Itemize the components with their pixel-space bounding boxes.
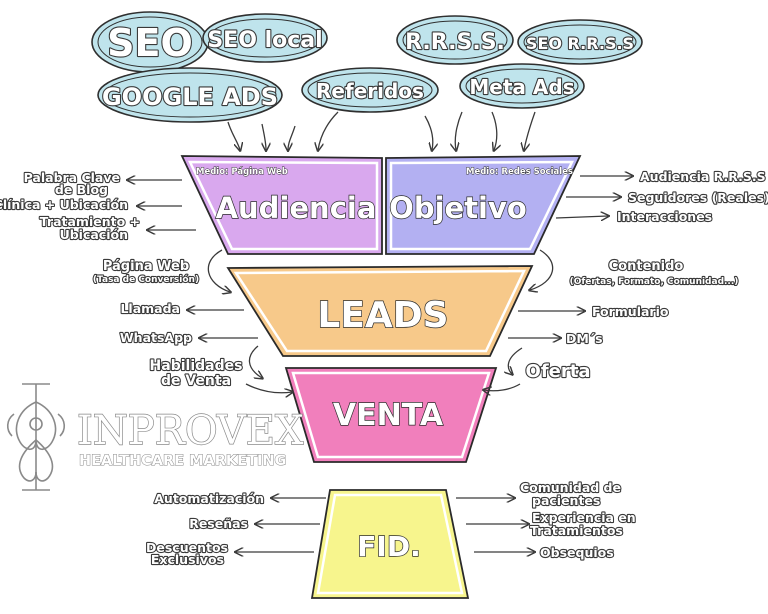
- meta-ads-bubble: Meta Ads: [459, 63, 585, 109]
- label-clinica-ubicacion: Clínica + Ubicación: [0, 197, 128, 212]
- audiencia-medium: Medio: Página Web: [196, 167, 288, 177]
- label-dms: DM´s: [566, 331, 603, 346]
- inprovex-logo: INPROVEX HEALTHCARE MARKETING: [6, 383, 305, 491]
- objetivo-right-labels: Audiencia R.R.S.S Seguidores (Reales) In…: [555, 168, 768, 225]
- label-automatizacion: Automatización: [154, 491, 264, 506]
- label-ubicacion: Ubicación: [60, 227, 128, 242]
- seo-local-label: SEO local: [207, 28, 322, 53]
- seo-bubble: SEO: [91, 11, 209, 73]
- google-ads-label: GOOGLE ADS: [102, 83, 278, 111]
- objetivo-section: [385, 155, 582, 255]
- objetivo-title: Objetivo: [389, 191, 527, 225]
- leads-left-labels: Llamada WhatsApp: [119, 300, 258, 346]
- label-tratamiento: Tratamiento +: [40, 214, 140, 229]
- source-group-left: SEO SEO local GOOGLE ADS Referidos: [91, 11, 439, 123]
- seo-local-bubble: SEO local: [202, 13, 328, 63]
- label-audiencia-rrss: Audiencia R.R.S.S: [640, 169, 766, 184]
- label-whatsapp: WhatsApp: [120, 330, 192, 345]
- funnel-stage-fid: FID.: [310, 489, 470, 599]
- label-palabra-clave: Palabra Clave: [24, 170, 120, 185]
- habilidades-line-2: de Venta: [161, 373, 231, 389]
- leads-section: [226, 265, 534, 357]
- fid-section: [310, 489, 470, 599]
- label-formulario: Formulario: [592, 304, 669, 319]
- contenido-title: Contenido: [609, 259, 684, 274]
- label-seguidores: Seguidores (Reales): [628, 190, 768, 205]
- oferta-label: Oferta: [526, 361, 591, 382]
- oferta-annotation: Oferta: [484, 347, 592, 391]
- audiencia-section: [180, 155, 383, 255]
- fid-left-labels: Automatización Reseñas Descuentos Exclus…: [145, 490, 326, 568]
- meta-ads-label: Meta Ads: [469, 75, 574, 99]
- leads-title: LEADS: [317, 295, 448, 336]
- label-exclusivos: Exclusivos: [151, 552, 224, 567]
- fid-right-labels: Comunidad de pacientes Experiencia en Tr…: [456, 479, 637, 561]
- label-pacientes: pacientes: [532, 493, 600, 508]
- venta-title: VENTA: [333, 398, 444, 433]
- pagina-web-annotation: Página Web (Tasa de Conversión): [92, 249, 230, 292]
- funnel-stage-leads: LEADS: [226, 265, 534, 357]
- referidos-label: Referidos: [316, 79, 424, 103]
- funnel-stage-top: Medio: Página Web Medio: Redes Sociales …: [180, 155, 582, 255]
- source-arrows: [227, 111, 536, 150]
- label-descuentos: Descuentos: [146, 540, 228, 555]
- audiencia-left-labels: Palabra Clave de Blog Clínica + Ubicació…: [0, 169, 196, 243]
- rrss-label: R.R.S.S.: [405, 30, 505, 55]
- contenido-annotation: Contenido (Ofertas, Formato, Comunidad..…: [530, 249, 739, 290]
- fid-title: FID.: [357, 530, 420, 563]
- funnel-stage-venta: VENTA: [284, 367, 498, 463]
- label-experiencia: Experiencia en: [532, 510, 636, 525]
- logo-emblem: [6, 383, 66, 491]
- referidos-bubble: Referidos: [301, 67, 439, 113]
- objetivo-medium: Medio: Redes Sociales: [466, 167, 573, 177]
- habilidades-line-1: Habilidades: [150, 358, 243, 374]
- label-llamada: Llamada: [120, 301, 180, 316]
- contenido-sub: (Ofertas, Formato, Comunidad...): [570, 277, 739, 287]
- label-resenas: Reseñas: [189, 516, 248, 531]
- google-ads-bubble: GOOGLE ADS: [97, 67, 283, 123]
- label-comunidad: Comunidad de: [520, 480, 621, 495]
- leads-right-labels: Formulario DM´s: [508, 303, 670, 347]
- logo-tagline: HEALTHCARE MARKETING: [79, 453, 286, 469]
- audiencia-title: Audiencia: [216, 191, 377, 225]
- label-tratamientos: Tratamientos: [530, 523, 623, 538]
- label-de-blog: de Blog: [55, 182, 108, 197]
- logo-name: INPROVEX: [77, 408, 304, 454]
- source-group-right: R.R.S.S. SEO R.R.S.S Meta Ads: [396, 15, 643, 109]
- label-obsequios: Obsequios: [540, 545, 614, 560]
- pagina-web-title: Página Web: [103, 259, 189, 274]
- habilidades-annotation: Habilidades de Venta: [148, 345, 292, 393]
- seo-rrss-label: SEO R.R.S.S: [526, 34, 634, 53]
- seo-rrss-bubble: SEO R.R.S.S: [517, 19, 643, 65]
- pagina-web-sub: (Tasa de Conversión): [93, 274, 199, 285]
- label-interacciones: Interacciones: [617, 209, 712, 224]
- rrss-bubble: R.R.S.S.: [396, 15, 514, 65]
- venta-section: [284, 367, 498, 463]
- seo-label: SEO: [107, 21, 193, 65]
